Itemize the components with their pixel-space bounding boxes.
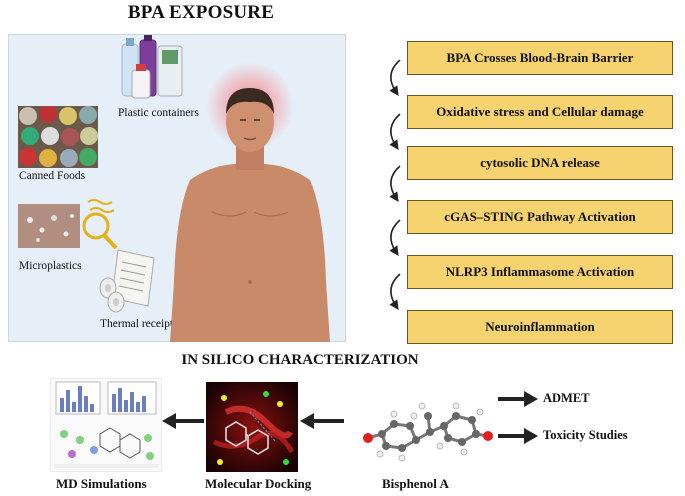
flow-box-dna-release: cytosolic DNA release [407, 146, 673, 180]
canned-foods-label: Canned Foods [19, 170, 86, 182]
arrow-to-toxicity [498, 428, 538, 444]
pathway-arrows [389, 60, 401, 310]
arrow-2 [389, 113, 401, 150]
microplastics-image [18, 199, 118, 250]
flow-box-oxidative: Oxidative stress and Cellular damage [407, 95, 673, 129]
arrow-docking-to-md [162, 413, 204, 429]
flow-box-bbb: BPA Crosses Blood-Brain Barrier [407, 41, 673, 75]
flow-box-neuroinflammation: Neuroinflammation [407, 310, 673, 344]
arrow-4 [389, 219, 401, 256]
md-simulations-label: MD Simulations [56, 476, 147, 491]
bisphenol-a-molecule-image [363, 402, 493, 462]
flow-box-cgas-sting: cGAS–STING Pathway Activation [407, 200, 673, 234]
molecular-docking-label: Molecular Docking [205, 476, 312, 491]
thermal-receipts-label: Thermal receipts [100, 318, 178, 330]
exposure-title: BPA EXPOSURE [127, 2, 275, 23]
plastic-containers-label: Plastic containers [118, 107, 199, 119]
insilico-title: IN SILICO CHARACTERIZATION [181, 352, 419, 368]
toxicity-studies-label: Toxicity Studies [543, 428, 628, 442]
md-simulations-image [50, 378, 162, 472]
human-figure-image [170, 62, 330, 342]
flow-box-nlrp3: NLRP3 Inflammasome Activation [407, 255, 673, 289]
microplastics-label: Microplastics [19, 260, 82, 272]
arrow-3 [389, 165, 401, 202]
thermal-receipts-image [99, 249, 155, 313]
bisphenol-a-label: Bisphenol A [382, 476, 449, 491]
arrow-bpa-to-docking [300, 413, 344, 429]
arrow-1 [389, 60, 401, 96]
admet-label: ADMET [543, 391, 590, 405]
plastic-containers-image [121, 35, 183, 99]
arrow-5 [389, 273, 401, 310]
canned-foods-image [18, 106, 98, 168]
molecular-docking-image [206, 382, 298, 472]
arrow-to-admet [498, 391, 538, 407]
